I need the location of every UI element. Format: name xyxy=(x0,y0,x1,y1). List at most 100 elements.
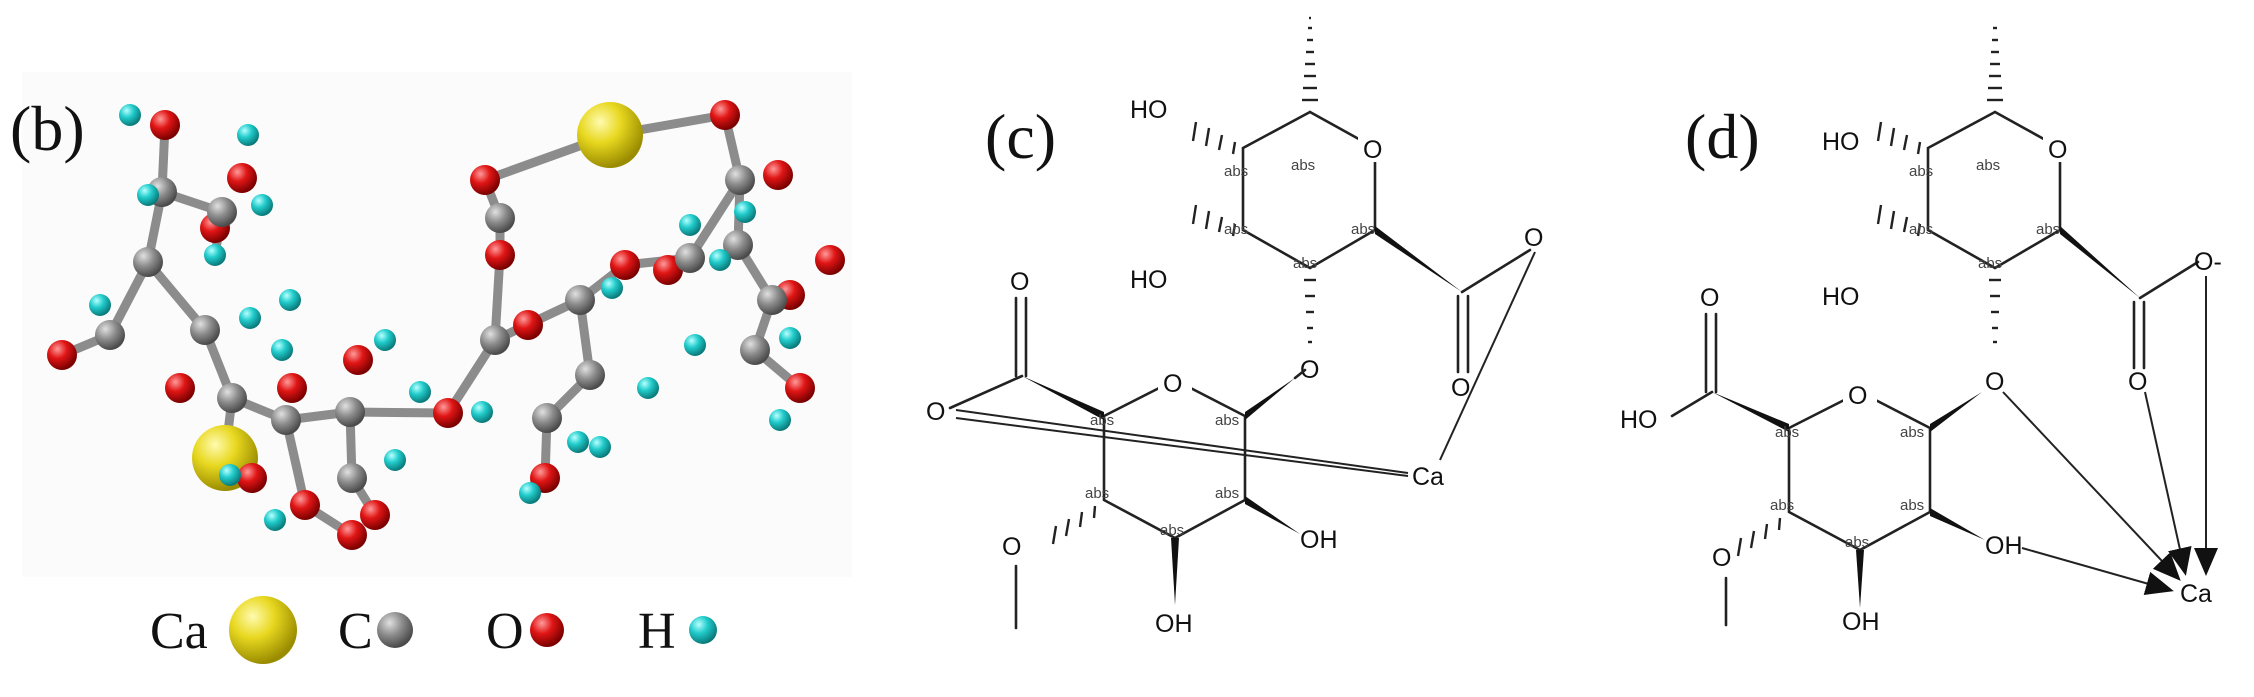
stereo-abs: abs xyxy=(1900,424,1924,441)
h-atom xyxy=(734,201,756,223)
carboxylate-oxygen: O- xyxy=(2194,248,2222,276)
panel-b-label: (b) xyxy=(10,93,85,164)
methoxy-oxygen: O xyxy=(1002,533,1021,561)
hydroxyl-label: HO xyxy=(1822,283,1860,311)
ca-atom xyxy=(577,102,643,168)
ho-hash-upper xyxy=(1191,121,1237,155)
bond-stick xyxy=(345,407,453,418)
h-atom xyxy=(89,294,111,316)
o-atom xyxy=(360,500,390,530)
panel-d: (d) O HO xyxy=(1620,26,2222,636)
legend-h-label: H xyxy=(638,603,676,660)
h-atom xyxy=(374,329,396,351)
hydroxyl-label: OH xyxy=(1985,532,2023,560)
element-legend: Ca C O H xyxy=(150,596,717,664)
h-atom xyxy=(779,327,801,349)
methoxy-hash xyxy=(1051,505,1097,545)
h-atom xyxy=(239,307,261,329)
glycosidic-oxygen: O xyxy=(1300,356,1319,384)
stereo-abs: abs xyxy=(1976,157,2000,174)
glycosidic-hash xyxy=(1304,278,1316,344)
carboxyl-oxygen: O xyxy=(1524,224,1543,252)
h-atom xyxy=(684,334,706,356)
o-atom xyxy=(343,345,373,375)
calcium-label: Ca xyxy=(2180,580,2212,608)
o-atom xyxy=(290,490,320,520)
stereo-abs: abs xyxy=(1085,485,1109,502)
stereo-abs: abs xyxy=(1224,163,1248,180)
c-atom xyxy=(532,403,562,433)
stereo-abs: abs xyxy=(1909,221,1933,238)
carboxyl-wedge xyxy=(1375,226,1462,292)
stereo-abs: abs xyxy=(1909,163,1933,180)
stereo-abs: abs xyxy=(2036,221,2060,238)
stereo-abs: abs xyxy=(1293,255,1317,272)
h-atom xyxy=(589,436,611,458)
legend-c-label: C xyxy=(338,603,373,660)
c-atom xyxy=(575,360,605,390)
hydroxyl-label: OH xyxy=(1300,526,1338,554)
stereo-abs: abs xyxy=(1090,412,1114,429)
o-atom xyxy=(470,165,500,195)
carbonyl-oxygen: O xyxy=(1700,284,1719,312)
o-atom xyxy=(337,520,367,550)
carboxyl-oxygen: O xyxy=(926,398,945,426)
glycosidic-hash xyxy=(1989,278,2001,344)
c-atom xyxy=(675,243,705,273)
legend-ca-sphere xyxy=(229,596,297,664)
h-atom xyxy=(271,339,293,361)
carbonyl-oxygen: O xyxy=(2128,368,2147,396)
o-atom xyxy=(47,340,77,370)
upper-sugar-ring: O HO HO xyxy=(1822,26,2222,396)
h-atom xyxy=(237,124,259,146)
c-atom xyxy=(95,320,125,350)
stereo-abs: abs xyxy=(1160,522,1184,539)
hydroxyl-label: HO xyxy=(1130,266,1168,294)
h-atom xyxy=(409,381,431,403)
h-atom xyxy=(567,431,589,453)
h-atom xyxy=(519,482,541,504)
carboxyl-wedge xyxy=(1022,376,1104,420)
c-atom xyxy=(217,383,247,413)
panel-d-label: (d) xyxy=(1685,101,1760,172)
h-atom xyxy=(204,244,226,266)
c-atom xyxy=(565,285,595,315)
ho-hash-lower xyxy=(1876,204,1922,237)
c-atom xyxy=(757,285,787,315)
c-atom xyxy=(190,315,220,345)
o-atom xyxy=(653,255,683,285)
hydroxyl-wedge xyxy=(1930,508,1985,540)
h-atom xyxy=(709,249,731,271)
hydroxyl-label: OH xyxy=(1842,608,1880,636)
carboxyl-wedge xyxy=(2060,226,2140,298)
h-atom xyxy=(769,409,791,431)
hydroxyl-wedge xyxy=(1245,496,1300,534)
legend-o-label: O xyxy=(486,603,524,660)
hydroxyl-label: HO xyxy=(1822,128,1860,156)
ring-oxygen: O xyxy=(2048,136,2067,164)
ho-hash-lower xyxy=(1191,204,1237,237)
methyl-hash xyxy=(1302,16,1318,102)
hydroxyl-wedge xyxy=(1856,550,1864,608)
o-atom xyxy=(150,110,180,140)
stereo-abs: abs xyxy=(1224,221,1248,238)
stereo-abs: abs xyxy=(1775,424,1799,441)
c-atom xyxy=(740,335,770,365)
c-atom xyxy=(133,247,163,277)
panel-c-label: (c) xyxy=(985,101,1056,172)
ring-oxygen: O xyxy=(1363,136,1382,164)
ho-hash-upper xyxy=(1876,121,1922,155)
stereo-abs: abs xyxy=(1770,497,1794,514)
h-atom xyxy=(137,184,159,206)
legend-c-sphere xyxy=(377,612,413,648)
glycosidic-oxygen: O xyxy=(1985,368,2004,396)
ring-oxygen: O xyxy=(1848,382,1867,410)
c-atom xyxy=(480,325,510,355)
bond-stick xyxy=(685,175,745,263)
h-atom xyxy=(601,277,623,299)
methyl-hash xyxy=(1987,26,2003,102)
h-atom xyxy=(119,104,141,126)
stereo-abs: abs xyxy=(1978,255,2002,272)
